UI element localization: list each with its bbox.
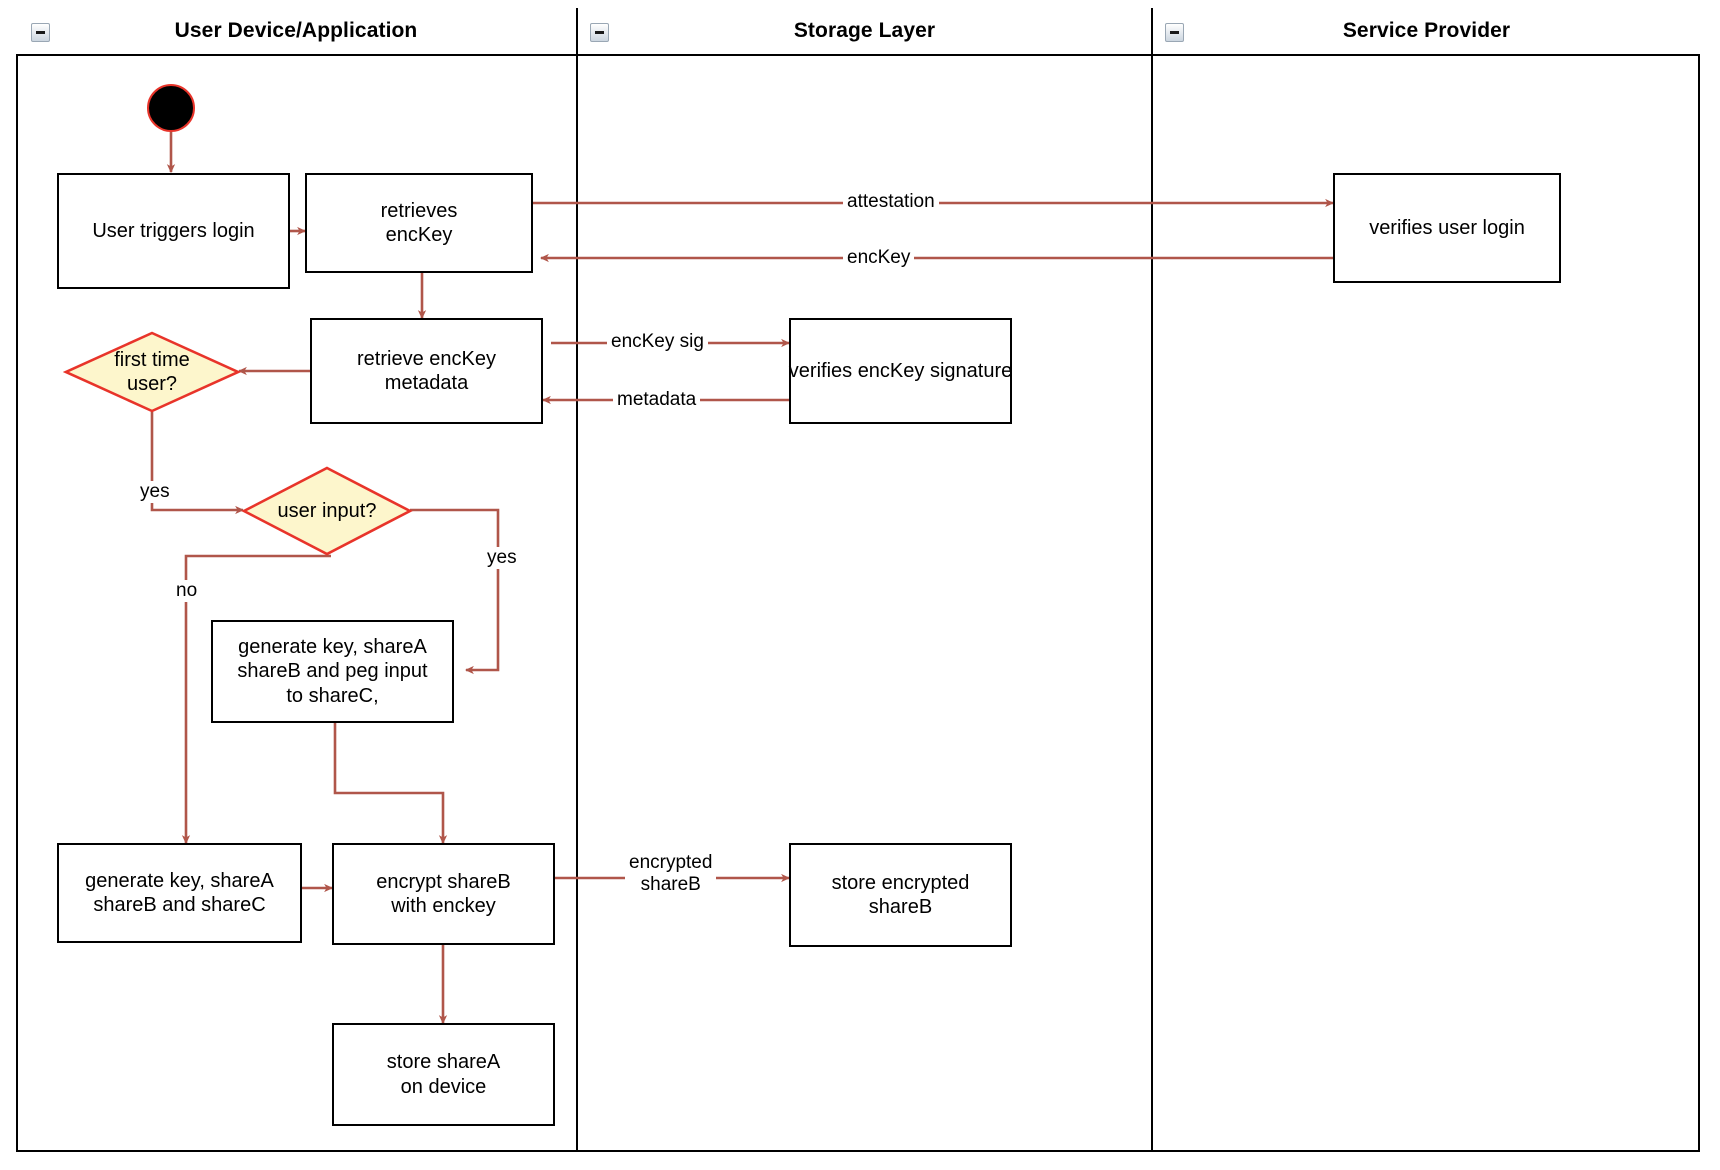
action-label-user-triggers-login: User triggers login	[92, 219, 255, 242]
decision-label-user-input: user input?	[277, 500, 377, 522]
edge-label-enckey-sig: encKey sig	[607, 331, 708, 353]
action-label-retrieves-enckey: retrieves encKey	[380, 199, 458, 246]
edge-label-yes-user-input: yes	[483, 547, 521, 569]
action-retrieve-enckey-metadata[interactable]: retrieve encKey metadata	[310, 318, 543, 424]
action-store-encrypted-shareb[interactable]: store encrypted shareB	[789, 843, 1012, 947]
action-label-verifies-enckey-signature: verifies encKey signature	[788, 359, 1013, 382]
decision-shape-user-input	[241, 466, 413, 556]
edge-label-encrypted-shareb: encrypted shareB	[625, 852, 717, 896]
edge-label-no-user-input: no	[172, 580, 202, 602]
action-encrypt-shareb[interactable]: encrypt shareB with enckey	[332, 843, 555, 945]
collapse-minus-icon-user-device[interactable]	[31, 23, 50, 42]
collapse-minus-icon-service-provider[interactable]	[1165, 23, 1184, 42]
lane-body-user-device	[16, 56, 578, 1152]
action-label-store-encrypted-shareb: store encrypted shareB	[831, 871, 970, 918]
action-label-encrypt-shareb: encrypt shareB with enckey	[376, 870, 511, 917]
action-generate-key-peg-input[interactable]: generate key, shareA shareB and peg inpu…	[211, 620, 454, 723]
edge-label-metadata: metadata	[613, 389, 701, 411]
decision-shape-first-time-user	[63, 331, 241, 413]
action-label-store-sharea-on-device: store shareA on device	[386, 1051, 501, 1098]
action-label-verifies-user-login: verifies user login	[1369, 216, 1525, 239]
lane-title-service-provider: Service Provider	[1342, 19, 1511, 42]
action-label-retrieve-enckey-metadata: retrieve encKey metadata	[357, 347, 496, 394]
action-store-sharea-on-device[interactable]: store shareA on device	[332, 1023, 555, 1126]
initial-node-start	[147, 84, 195, 132]
lane-title-user-device: User Device/Application	[174, 19, 418, 42]
lane-title-storage-layer: Storage Layer	[793, 19, 936, 42]
collapse-minus-icon-storage-layer[interactable]	[590, 23, 609, 42]
action-generate-key-shares[interactable]: generate key, shareA shareB and shareC	[57, 843, 302, 943]
action-retrieves-enckey[interactable]: retrieves encKey	[305, 173, 533, 273]
lane-header-user-device[interactable]: User Device/Application	[16, 8, 578, 56]
decision-first-time-user[interactable]: first time user?	[63, 330, 241, 414]
lane-body-storage-layer	[578, 56, 1153, 1152]
action-verifies-enckey-signature[interactable]: verifies encKey signature	[789, 318, 1012, 424]
decision-label-first-time-user: first time user?	[114, 349, 190, 395]
action-user-triggers-login[interactable]: User triggers login	[57, 173, 290, 289]
action-label-generate-key-shares: generate key, shareA shareB and shareC	[85, 869, 274, 916]
edge-label-yes-first-time: yes	[136, 481, 174, 503]
lane-header-storage-layer[interactable]: Storage Layer	[578, 8, 1153, 56]
action-verifies-user-login[interactable]: verifies user login	[1333, 173, 1561, 283]
edge-label-enckey: encKey	[843, 247, 915, 269]
decision-user-input[interactable]: user input?	[241, 465, 413, 557]
action-label-generate-key-peg-input: generate key, shareA shareB and peg inpu…	[237, 635, 428, 707]
lane-header-service-provider[interactable]: Service Provider	[1153, 8, 1700, 56]
edge-label-attestation: attestation	[843, 191, 939, 213]
